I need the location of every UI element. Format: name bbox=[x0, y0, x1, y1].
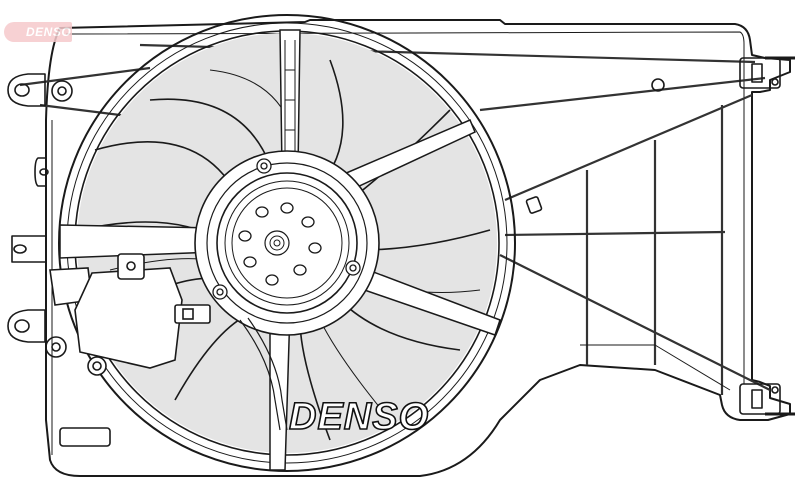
mounting-bracket-left-mid bbox=[11, 157, 49, 263]
motor-hub bbox=[194, 150, 380, 336]
mounting-bracket-right-bottom bbox=[739, 383, 795, 416]
mounting-bracket-left-bottom bbox=[7, 309, 67, 358]
mounting-bracket-left-top bbox=[7, 73, 73, 107]
watermark-text: DENSO bbox=[26, 25, 72, 39]
brand-logo: DENSO bbox=[288, 396, 430, 438]
wire bbox=[239, 319, 281, 431]
shroud-frame bbox=[45, 19, 791, 477]
resistor-module bbox=[49, 253, 211, 376]
mounting-bracket-right-top bbox=[739, 56, 795, 89]
watermark-logo: DENSO bbox=[4, 22, 72, 42]
fan-ring bbox=[58, 14, 516, 472]
